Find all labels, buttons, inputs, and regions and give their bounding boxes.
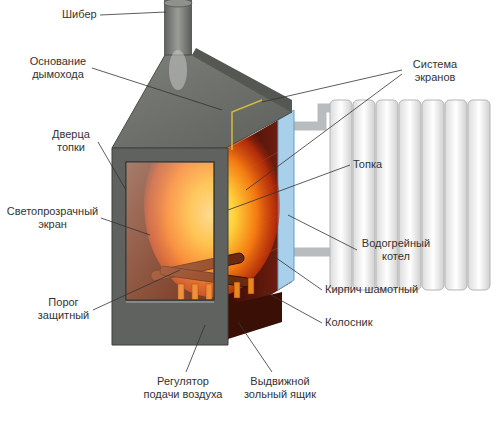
leader-lines — [92, 12, 402, 372]
part-label: Водогрейный котел — [358, 237, 434, 263]
part-label: Порог защитный — [35, 296, 92, 322]
part-label: Дверца топки — [45, 128, 97, 154]
part-label: Светопрозрачный экран — [5, 205, 100, 231]
part-label: Кирпич шамотный — [325, 283, 418, 296]
part-label: Основание дымохода — [25, 55, 91, 81]
part-label: Система экранов — [403, 58, 467, 84]
part-label: Шибер — [62, 8, 97, 21]
part-label: Регулятор подачи воздуха — [138, 375, 228, 401]
part-label: Колосник — [325, 316, 372, 329]
part-label: Выдвижной зольный ящик — [238, 375, 322, 401]
part-label: Топка — [353, 158, 382, 171]
